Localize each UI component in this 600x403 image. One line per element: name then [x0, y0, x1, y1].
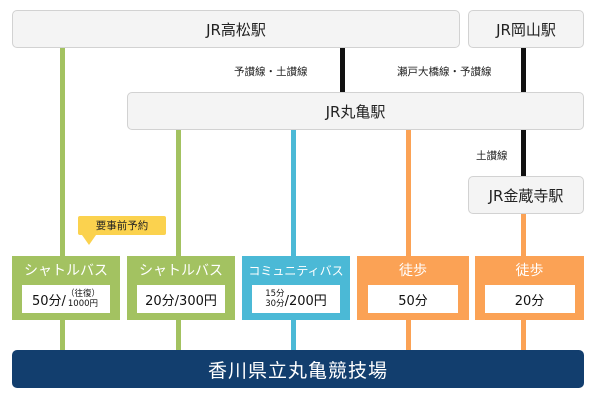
mode-shuttle-bus-2-title: シャトルバス	[139, 263, 223, 279]
community-bus-fare: /200円	[284, 293, 327, 309]
walk-2-info-text: 20分	[514, 293, 545, 309]
mode-shuttle-bus-1-title: シャトルバス	[24, 263, 108, 279]
station-okayama: JR岡山駅	[468, 10, 584, 48]
shuttle-2-line	[176, 130, 181, 350]
destination-stadium: 香川県立丸亀競技場	[12, 350, 584, 388]
community-bus-time-2: 30分	[265, 299, 285, 309]
station-marugame: JR丸亀駅	[127, 92, 584, 130]
community-bus-time-1: 15分	[265, 289, 285, 299]
station-marugame-label: JR丸亀駅	[325, 102, 386, 121]
rail-takamatsu-marugame-line	[340, 48, 345, 92]
mode-community-bus: コミュニティバス 15分 30分 /200円	[242, 256, 350, 320]
community-bus-line	[291, 130, 296, 350]
shuttle-2-info-text: 20分/300円	[145, 293, 217, 309]
shuttle-1-fare-roundtrip: （往復）	[65, 289, 100, 299]
mode-walk-1-info: 50分	[368, 285, 458, 313]
mode-walk-2-title: 徒歩	[515, 263, 544, 279]
mode-walk-1-title: 徒歩	[399, 263, 427, 279]
mode-shuttle-bus-1-info: 50分/ （往復） 1000円	[22, 285, 110, 313]
rail-marugame-konzoji-line	[521, 130, 526, 176]
community-bus-times: 15分 30分	[265, 289, 284, 309]
shuttle-1-fare: （往復） 1000円	[66, 289, 100, 309]
reservation-badge-pointer	[82, 235, 96, 245]
shuttle-1-line	[60, 48, 65, 350]
line-label-dosan: 土讃線	[476, 150, 508, 162]
station-okayama-label: JR岡山駅	[496, 20, 556, 39]
station-takamatsu: JR高松駅	[12, 10, 460, 48]
mode-shuttle-bus-2-info: 20分/300円	[137, 285, 225, 313]
mode-walk-2: 徒歩 20分	[475, 256, 584, 320]
line-label-seto-yosan: 瀬戸大橋線・予讃線	[397, 66, 492, 78]
mode-walk-2-info: 20分	[484, 285, 575, 313]
walk-1-line	[406, 130, 411, 350]
rail-okayama-marugame-line	[521, 48, 526, 92]
mode-walk-1: 徒歩 50分	[357, 256, 469, 320]
walk-1-info-text: 50分	[398, 293, 428, 309]
shuttle-1-time: 50分/	[32, 293, 66, 309]
line-label-yosan-dosan: 予讃線・土讃線	[234, 66, 308, 78]
station-konzoji: JR金蔵寺駅	[468, 176, 584, 214]
mode-shuttle-bus-2: シャトルバス 20分/300円	[127, 256, 235, 320]
mode-community-bus-title: コミュニティバス	[248, 264, 344, 278]
reservation-required-badge: 要事前予約	[78, 216, 166, 235]
reservation-required-label: 要事前予約	[95, 220, 149, 232]
station-konzoji-label: JR金蔵寺駅	[488, 186, 564, 205]
mode-shuttle-bus-1: シャトルバス 50分/ （往復） 1000円	[12, 256, 120, 320]
station-takamatsu-label: JR高松駅	[206, 20, 266, 39]
destination-stadium-label: 香川県立丸亀競技場	[207, 359, 388, 382]
shuttle-1-fare-amount: 1000円	[67, 299, 99, 309]
mode-community-bus-info: 15分 30分 /200円	[252, 285, 340, 313]
